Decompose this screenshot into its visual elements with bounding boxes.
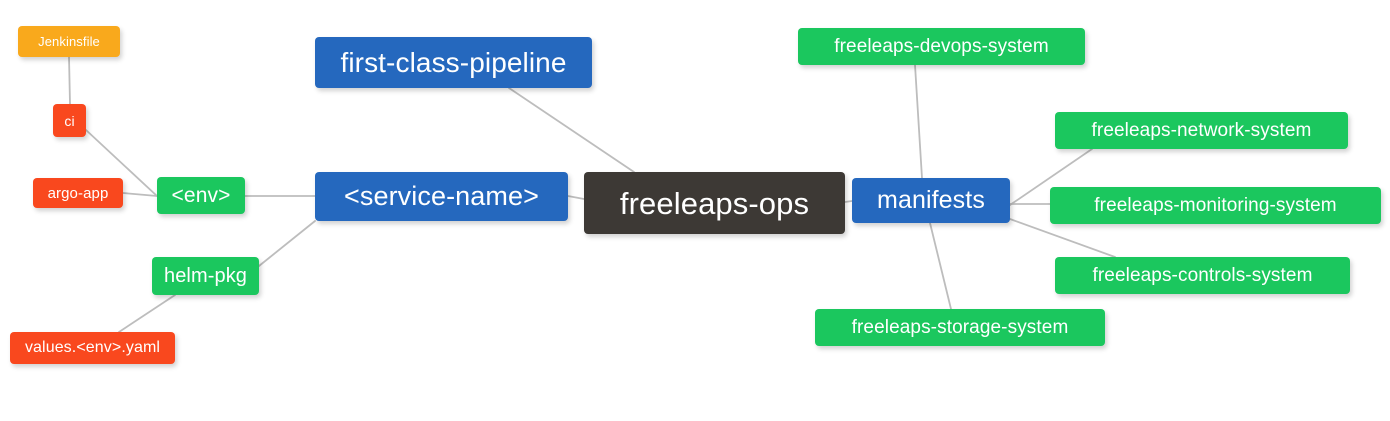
- node-label-storage-system: freeleaps-storage-system: [851, 317, 1069, 338]
- node-monitoring-system[interactable]: freeleaps-monitoring-system: [1050, 187, 1381, 224]
- node-jenkinsfile[interactable]: Jenkinsfile: [18, 26, 120, 57]
- edge-service-name-to-freeleaps-ops: [567, 195, 585, 200]
- node-controls-system[interactable]: freeleaps-controls-system: [1055, 257, 1350, 294]
- edge-manifests-to-storage-system: [929, 222, 952, 310]
- node-manifests[interactable]: manifests: [852, 178, 1010, 223]
- edge-first-class-to-freeleaps-ops: [508, 87, 635, 173]
- edge-freeleaps-ops-to-manifests: [844, 200, 853, 203]
- edge-argo-app-to-env: [122, 192, 158, 197]
- node-ci[interactable]: ci: [53, 104, 86, 137]
- node-label-network-system: freeleaps-network-system: [1091, 120, 1312, 141]
- node-label-manifests: manifests: [877, 186, 985, 214]
- node-label-devops-system: freeleaps-devops-system: [834, 36, 1049, 57]
- edge-service-name-to-helm-pkg: [258, 220, 316, 267]
- node-devops-system[interactable]: freeleaps-devops-system: [798, 28, 1085, 65]
- edge-manifests-to-devops-system: [914, 64, 923, 179]
- node-label-helm-pkg: helm-pkg: [163, 265, 248, 287]
- node-label-monitoring-system: freeleaps-monitoring-system: [1094, 195, 1337, 216]
- node-freeleaps-ops[interactable]: freeleaps-ops: [584, 172, 845, 234]
- node-argo-app[interactable]: argo-app: [33, 178, 123, 208]
- node-values-yaml[interactable]: values.<env>.yaml: [10, 332, 175, 364]
- node-label-jenkinsfile: Jenkinsfile: [38, 34, 100, 49]
- node-label-ci: ci: [64, 112, 75, 129]
- edge-jenkinsfile-to-ci: [68, 56, 71, 105]
- node-storage-system[interactable]: freeleaps-storage-system: [815, 309, 1105, 346]
- node-label-argo-app: argo-app: [47, 184, 109, 202]
- edge-manifests-to-controls-system: [1009, 218, 1116, 258]
- node-service-name[interactable]: <service-name>: [315, 172, 568, 221]
- node-helm-pkg[interactable]: helm-pkg: [152, 257, 259, 295]
- node-label-service-name: <service-name>: [344, 181, 539, 211]
- node-label-first-class: first-class-pipeline: [340, 46, 567, 78]
- node-label-values-yaml: values.<env>.yaml: [24, 339, 161, 356]
- node-label-freeleaps-ops: freeleaps-ops: [619, 185, 810, 221]
- node-label-env: <env>: [171, 184, 231, 207]
- edge-helm-pkg-to-values-yaml: [118, 294, 176, 333]
- node-network-system[interactable]: freeleaps-network-system: [1055, 112, 1348, 149]
- node-label-controls-system: freeleaps-controls-system: [1092, 265, 1313, 286]
- node-first-class[interactable]: first-class-pipeline: [315, 37, 592, 88]
- node-env[interactable]: <env>: [157, 177, 245, 214]
